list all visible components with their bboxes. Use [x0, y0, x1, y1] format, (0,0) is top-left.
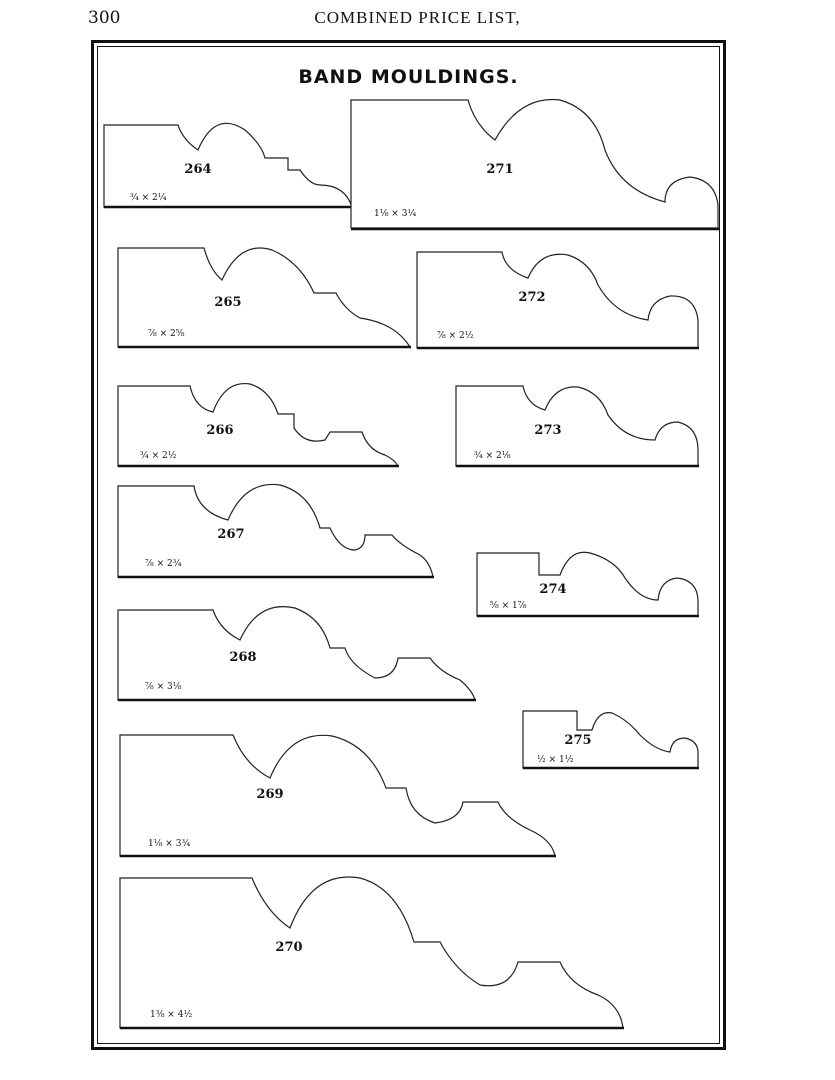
moulding-273-profile — [455, 385, 699, 467]
moulding-271-profile — [350, 98, 719, 229]
moulding-266-size: ¾ × 2½ — [140, 450, 177, 461]
moulding-268-number: 268 — [229, 650, 256, 665]
moulding-267-number: 267 — [217, 527, 244, 542]
moulding-267-profile — [117, 483, 434, 578]
moulding-265-size: ⅞ × 2⅝ — [148, 329, 185, 339]
moulding-275-size: ½ × 1½ — [537, 754, 574, 765]
moulding-270-size: 1⅜ × 4½ — [150, 1009, 192, 1020]
moulding-265-number: 265 — [214, 295, 241, 310]
moulding-265: 265 ⅞ × 2⅝ — [117, 247, 412, 349]
moulding-272-size: ⅞ × 2½ — [437, 330, 474, 341]
moulding-268: 268 ⅞ × 3⅛ — [117, 606, 476, 702]
moulding-267-size: ⅞ × 2¾ — [145, 558, 182, 569]
moulding-264-profile — [103, 122, 353, 208]
moulding-274-profile — [476, 551, 699, 617]
moulding-273-size: ¾ × 2⅛ — [474, 450, 511, 461]
moulding-264: 264 ¾ × 2¼ — [103, 122, 353, 209]
moulding-271-number: 271 — [486, 162, 513, 177]
page-number: 300 — [88, 8, 121, 28]
moulding-269: 269 1⅛ × 3¾ — [119, 734, 556, 858]
moulding-271: 271 1⅛ × 3¼ — [350, 98, 719, 231]
moulding-266-profile — [117, 382, 399, 467]
moulding-269-profile — [119, 734, 556, 857]
running-title: COMBINED PRICE LIST, — [314, 8, 521, 27]
moulding-272-profile — [416, 251, 699, 349]
moulding-272: 272 ⅞ × 2½ — [416, 251, 699, 350]
moulding-275-number: 275 — [564, 733, 591, 748]
moulding-271-size: 1⅛ × 3¼ — [374, 208, 416, 219]
plate-inner-frame — [97, 46, 720, 1044]
moulding-272-number: 272 — [518, 290, 545, 305]
moulding-270-profile — [119, 876, 624, 1029]
moulding-266-number: 266 — [206, 423, 233, 438]
moulding-270-number: 270 — [275, 940, 302, 955]
moulding-270: 270 1⅜ × 4½ — [119, 876, 624, 1030]
moulding-274: 274 ⅝ × 1⅞ — [476, 551, 699, 618]
moulding-273-number: 273 — [534, 423, 561, 438]
moulding-269-number: 269 — [256, 787, 283, 802]
moulding-273: 273 ¾ × 2⅛ — [455, 385, 699, 468]
moulding-269-size: 1⅛ × 3¾ — [148, 838, 190, 849]
moulding-264-size: ¾ × 2¼ — [130, 192, 167, 203]
moulding-274-number: 274 — [539, 582, 566, 597]
moulding-275-profile — [522, 710, 699, 769]
moulding-268-profile — [117, 606, 476, 701]
moulding-264-number: 264 — [184, 162, 211, 177]
moulding-265-profile — [117, 247, 412, 348]
moulding-274-size: ⅝ × 1⅞ — [490, 601, 527, 611]
plate-title: BAND MOULDINGS. — [298, 66, 519, 88]
moulding-266: 266 ¾ × 2½ — [117, 382, 399, 468]
moulding-267: 267 ⅞ × 2¾ — [117, 483, 434, 579]
moulding-268-size: ⅞ × 3⅛ — [145, 682, 182, 692]
plate-outer-frame — [91, 40, 726, 1050]
moulding-275: 275 ½ × 1½ — [522, 710, 699, 770]
